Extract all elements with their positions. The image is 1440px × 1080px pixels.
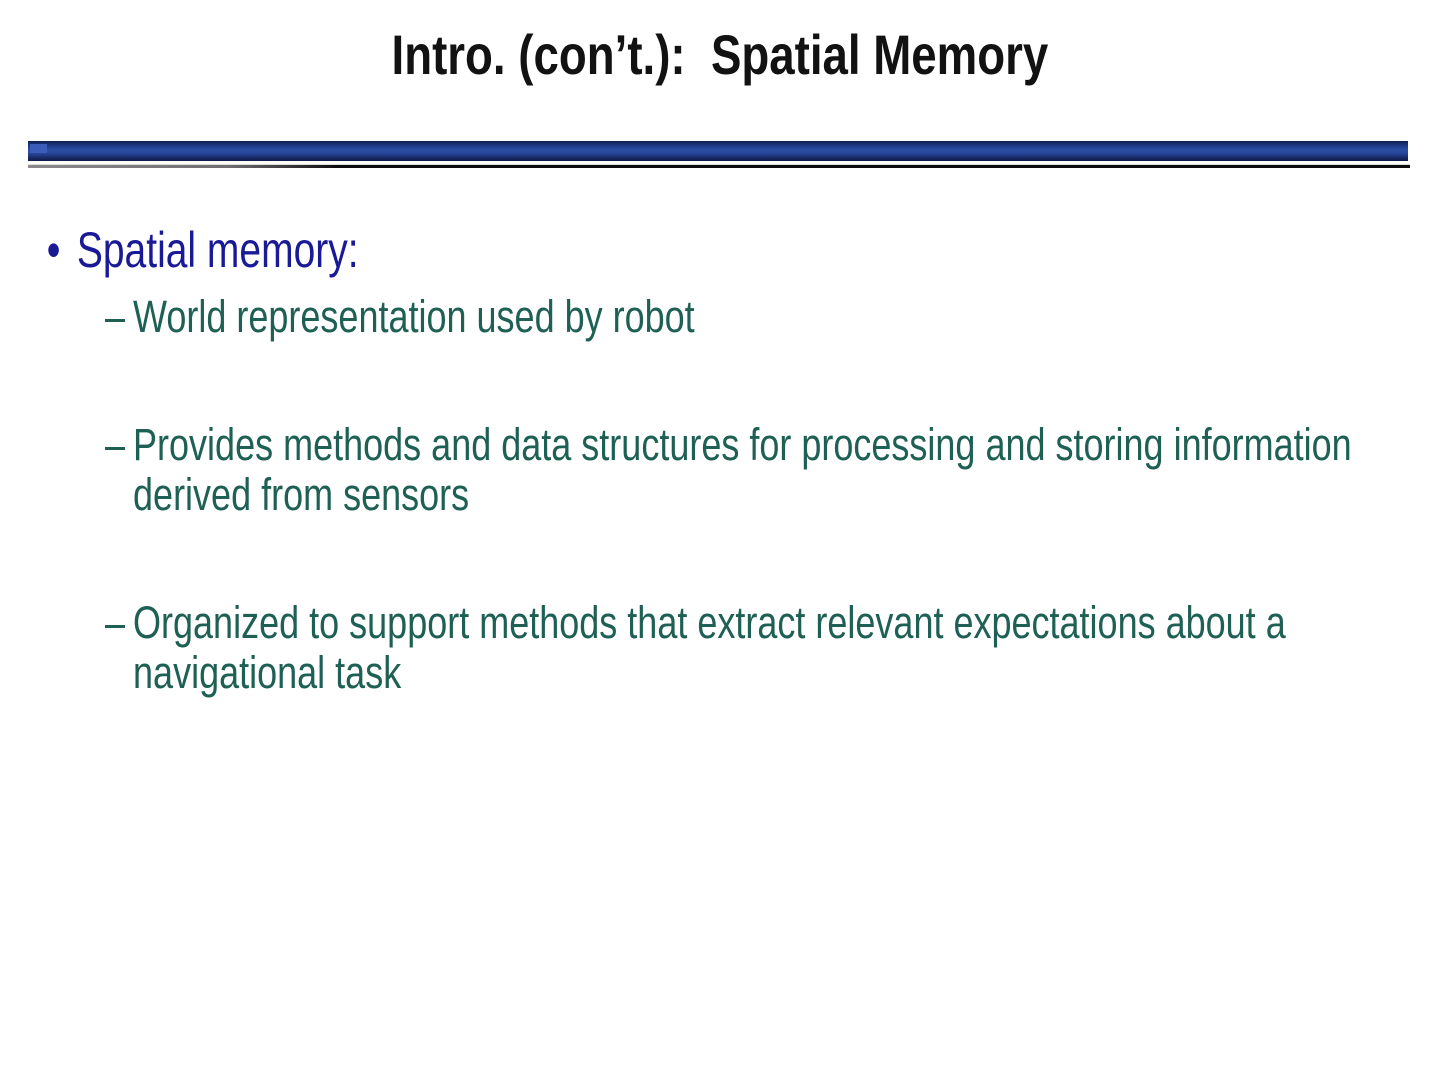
main-bullet: • Spatial memory: — [0, 222, 1373, 278]
dash-marker: – — [105, 419, 126, 470]
sub-bullet: – Organized to support methods that extr… — [105, 598, 1367, 698]
slide-title: Intro. (con’t.): Spatial Memory — [391, 23, 1049, 86]
dash-marker: – — [105, 597, 126, 648]
main-bullet-text: Spatial memory: — [76, 222, 359, 278]
divider-bar — [28, 141, 1408, 161]
slide-title-container: Intro. (con’t.): Spatial Memory — [0, 22, 1440, 88]
sub-bullet-text: World representation used by robot — [133, 291, 695, 342]
divider-thin-line — [28, 164, 1410, 168]
divider-bar-highlight — [30, 144, 47, 153]
sub-bullet: – World representation used by robot — [105, 292, 1367, 342]
slide-body: • Spatial memory: – World representation… — [0, 222, 1440, 776]
bullet-marker: • — [46, 222, 61, 278]
sub-bullet-text: Organized to support methods that extrac… — [133, 597, 1286, 698]
dash-marker: – — [105, 291, 126, 342]
sub-bullet-text: Provides methods and data structures for… — [133, 419, 1352, 520]
sub-bullet: – Provides methods and data structures f… — [105, 420, 1367, 520]
